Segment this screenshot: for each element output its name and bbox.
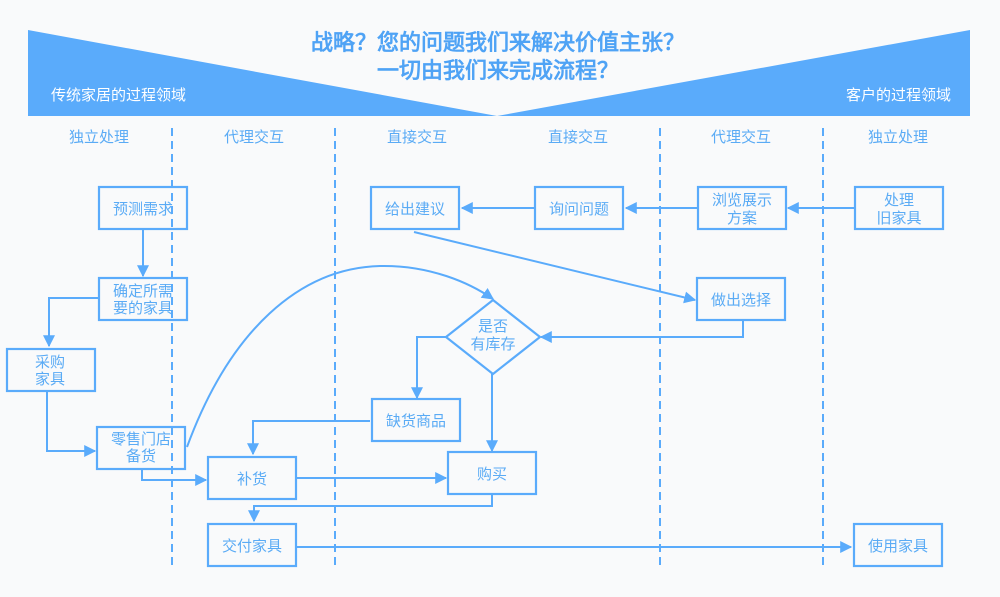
node-use[interactable]: 使用家具: [852, 522, 944, 568]
title-line-2: 一切由我们来完成流程？: [377, 58, 619, 84]
node-stock-check[interactable]: 是否 有库存: [444, 298, 542, 376]
node-label: 有库存: [470, 335, 515, 353]
node-buy[interactable]: 购买: [446, 450, 538, 496]
edge-retail-to-stockcheck: [186, 264, 494, 448]
node-choose[interactable]: 做出选择: [695, 276, 787, 322]
node-old-furniture[interactable]: 处理 旧家具: [853, 185, 945, 231]
edge-determine-to-purchase: [43, 297, 98, 348]
node-label: 缺货商品: [386, 412, 446, 430]
edge-advise-to-choose: [413, 231, 697, 304]
node-label: 给出建议: [385, 200, 445, 218]
node-label: 使用家具: [868, 537, 928, 555]
edge-choose-to-stockcheck: [539, 320, 744, 343]
node-label: 预测需求: [113, 200, 173, 218]
lane-label-2: 代理交互: [224, 128, 284, 146]
edge-purchase-to-retail: [46, 391, 97, 457]
node-browse[interactable]: 浏览展示 方案: [696, 185, 788, 231]
node-forecast[interactable]: 预测需求: [97, 185, 189, 231]
node-determine[interactable]: 确定所需 要的家具: [97, 276, 189, 322]
node-label: 备货: [126, 447, 156, 465]
node-label: 要的家具: [113, 299, 173, 317]
left-domain-banner: [28, 30, 497, 116]
node-label: 方案: [727, 209, 757, 227]
node-advise[interactable]: 给出建议: [369, 185, 461, 231]
node-label: 购买: [477, 465, 507, 483]
edges: [43, 202, 854, 553]
node-label: 处理: [884, 191, 914, 209]
node-label: 确定所需: [113, 282, 173, 300]
edge-outofstock-to-replenish: [247, 420, 370, 456]
node-label: 浏览展示: [712, 191, 772, 209]
node-retail-stock[interactable]: 零售门店 备货: [95, 425, 187, 471]
node-label: 采购: [35, 353, 65, 371]
edge-buy-to-deliver: [248, 494, 493, 523]
title-line-1: 战略？您的问题我们来解决价值主张？: [311, 30, 685, 56]
node-label: 旧家具: [876, 209, 921, 227]
lane-label-1: 独立处理: [69, 128, 129, 146]
node-replenish[interactable]: 补货: [206, 455, 298, 501]
lane-label-4: 直接交互: [548, 128, 608, 146]
node-label: 做出选择: [711, 291, 771, 309]
node-out-of-stock[interactable]: 缺货商品: [370, 397, 462, 443]
node-label: 零售门店: [111, 430, 171, 448]
node-label: 补货: [237, 470, 267, 488]
edge-retail-to-replenish: [141, 469, 208, 486]
lane-label-6: 独立处理: [868, 128, 928, 146]
node-ask[interactable]: 询问问题: [533, 185, 625, 231]
right-domain-label: 客户的过程领域: [846, 86, 951, 104]
edge-stockcheck-to-outofstock: [411, 336, 446, 400]
lane-label-5: 代理交互: [711, 128, 771, 146]
node-label: 询问问题: [549, 200, 609, 218]
node-label: 交付家具: [222, 537, 282, 555]
node-label: 是否: [478, 317, 508, 335]
lane-label-3: 直接交互: [387, 128, 447, 146]
right-domain-banner: [497, 30, 970, 116]
left-domain-label: 传统家居的过程领域: [51, 86, 186, 104]
node-deliver[interactable]: 交付家具: [206, 522, 298, 568]
node-purchase-furniture[interactable]: 采购 家具: [5, 347, 97, 393]
node-label: 家具: [35, 370, 65, 388]
